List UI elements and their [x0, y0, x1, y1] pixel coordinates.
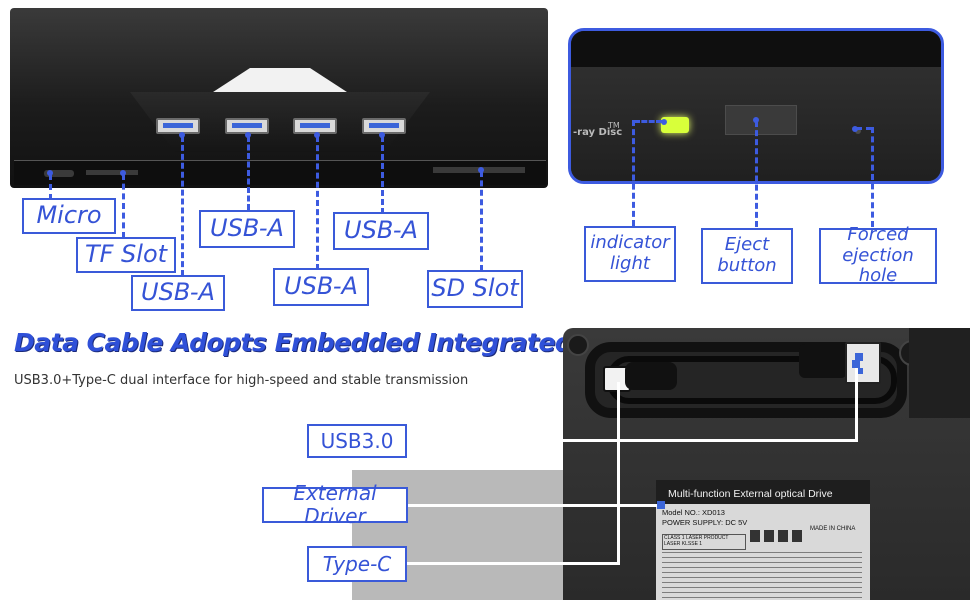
product-label: Multi-function External optical Drive Mo… [656, 480, 870, 600]
label-title: Multi-function External optical Drive [668, 488, 833, 500]
usb-a-label-4: USB-A [333, 212, 429, 250]
label-model: Model NO.: XD013 [662, 508, 725, 517]
usb30-label: USB3.0 [307, 424, 407, 458]
usb3-plug [845, 342, 881, 384]
micro-port [44, 170, 74, 177]
usb-a-port-4 [362, 118, 406, 134]
micro-dot [47, 170, 53, 176]
sd-leader [480, 171, 483, 271]
usb-a-label-3: USB-A [273, 268, 369, 306]
usb3-dot [314, 132, 320, 138]
usb-a-port-1 [156, 118, 200, 134]
external-endpoint [657, 501, 665, 509]
usb2-dot [245, 132, 251, 138]
forced-ejection-hole [855, 128, 861, 134]
typec-hleader [406, 562, 620, 565]
zoom-top-band [571, 31, 941, 67]
label-header-band [656, 480, 870, 504]
subline: USB3.0+Type-C dual interface for high-sp… [14, 373, 469, 388]
tf-dot [120, 170, 126, 176]
typec-label: Type-C [307, 546, 407, 582]
usb3-overmold [799, 344, 847, 378]
cert-marks-icon [750, 530, 804, 542]
usb30-hleader [406, 439, 858, 442]
usb30-vleader [855, 366, 858, 442]
usb30-endpoint [852, 360, 860, 368]
label-class1b: LASER KLSSE 1 [664, 541, 703, 547]
usb2-leader [247, 136, 250, 210]
tf-slot-label: TF Slot [76, 237, 176, 273]
usb4-leader [381, 136, 384, 214]
usb3-leader [316, 136, 319, 270]
eject-dot [753, 117, 759, 123]
label-warn-box [662, 534, 746, 550]
external-driver-label: External Driver [262, 482, 408, 528]
micro-label: Micro [22, 198, 116, 234]
forced-hleader [856, 127, 872, 130]
typec-overmold [625, 362, 677, 390]
side-rail [909, 328, 970, 418]
indicator-vleader [632, 120, 635, 226]
label-power: POWER SUPPLY: DC 5V [662, 518, 748, 527]
forced-dot [852, 126, 858, 132]
usb-a-label-1: USB-A [131, 275, 225, 311]
forced-ejection-label: Forced ejection hole [819, 224, 937, 286]
sd-slot-label: SD Slot [427, 270, 523, 308]
usb4-dot [379, 132, 385, 138]
triangle-light-icon [210, 68, 350, 94]
micro-leader [49, 174, 52, 200]
indicator-hleader [634, 120, 662, 123]
usb-a-label-2: USB-A [199, 210, 295, 248]
usb1-dot [179, 132, 185, 138]
indicator-light-label: indicator light [584, 226, 676, 282]
eject-leader [755, 121, 758, 227]
eject-button-label: Eject button [701, 228, 793, 284]
indicator-dot [661, 119, 667, 125]
sd-dot [478, 167, 484, 173]
external-hleader [406, 504, 660, 507]
trademark-text: TM [608, 121, 620, 130]
label-fine-print [662, 552, 862, 598]
screw-left [567, 334, 589, 356]
drive-front-photo [0, 0, 560, 195]
forced-vleader [871, 127, 874, 227]
tf-leader [122, 174, 125, 238]
label-made-in: MADE IN CHINA [810, 526, 856, 532]
eject-button [725, 105, 797, 135]
indicator-light [661, 117, 689, 133]
label-class1: CLASS 1 LASER PRODUCT [664, 535, 729, 541]
bluray-logo-text: -ray Disc [573, 127, 623, 138]
usb1-leader [181, 136, 184, 276]
typec-vleader [617, 382, 620, 565]
tf-slot [86, 170, 138, 175]
